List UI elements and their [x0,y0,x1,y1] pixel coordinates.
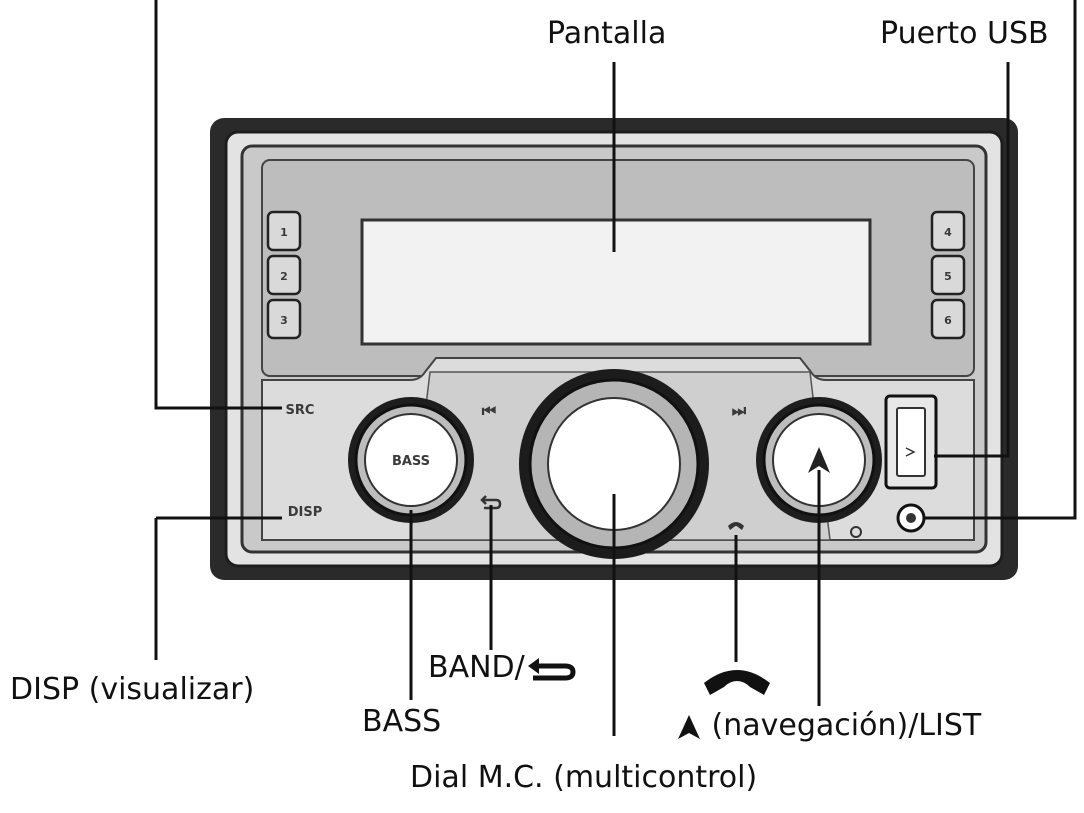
leader-aux [924,0,1077,520]
preset-button-4[interactable] [930,210,966,252]
preset-button-5[interactable] [930,254,966,296]
navigation-arrow-icon [808,447,830,473]
preset-label-4: 4 [944,226,952,239]
callout-bass: BASS [362,704,442,739]
callout-navegacion-text: (navegación)/LIST [711,708,982,743]
next-track-icon[interactable]: ⏭ [732,401,747,420]
preset-button-6[interactable] [930,298,966,340]
preset-button-1[interactable] [266,210,302,252]
callout-dial: Dial M.C. (multicontrol) [410,760,758,795]
callout-pantalla: Pantalla [547,16,667,51]
preset-label-6: 6 [944,314,952,327]
preset-label-5: 5 [944,270,952,283]
phone-handset-icon [704,669,770,695]
callout-navegacion: (navegación)/LIST [676,708,981,744]
leader-usb [934,62,1010,458]
callout-band-text: BAND/ [428,650,525,685]
usb-port[interactable] [884,394,938,490]
navigation-arrow-callout-icon [678,714,700,739]
phone-unit-icon[interactable] [728,522,744,530]
src-button-label[interactable]: SRC [286,403,315,418]
bass-knob-label: BASS [392,454,430,469]
callout-puerto-usb: Puerto USB [880,16,1049,51]
callout-disp: DISP (visualizar) [10,672,255,707]
return-arrow-icon [527,657,576,680]
bass-knob[interactable]: BASS [348,397,474,523]
prev-track-icon[interactable]: ⏮ [482,401,496,420]
leader-lines [154,0,1077,736]
navigation-knob[interactable] [756,397,882,523]
aux-jack[interactable] [896,503,926,533]
preset-buttons-right: 4 5 6 [930,210,966,340]
callout-phone [700,664,774,701]
preset-label-2: 2 [280,270,288,283]
leader-src [154,0,282,410]
preset-button-3[interactable] [266,298,302,340]
microphone-icon [850,526,862,538]
preset-label-1: 1 [280,226,288,239]
preset-button-2[interactable] [266,254,302,296]
multicontrol-dial[interactable] [519,369,709,559]
usb-port-icon [905,447,916,457]
band-back-unit-icon[interactable] [480,495,502,510]
callout-band: BAND/ [428,650,577,686]
preset-buttons-left: 1 2 3 [266,210,302,340]
disp-button-label[interactable]: DISP [288,505,323,520]
preset-label-3: 3 [280,314,288,327]
display-screen [360,218,872,346]
